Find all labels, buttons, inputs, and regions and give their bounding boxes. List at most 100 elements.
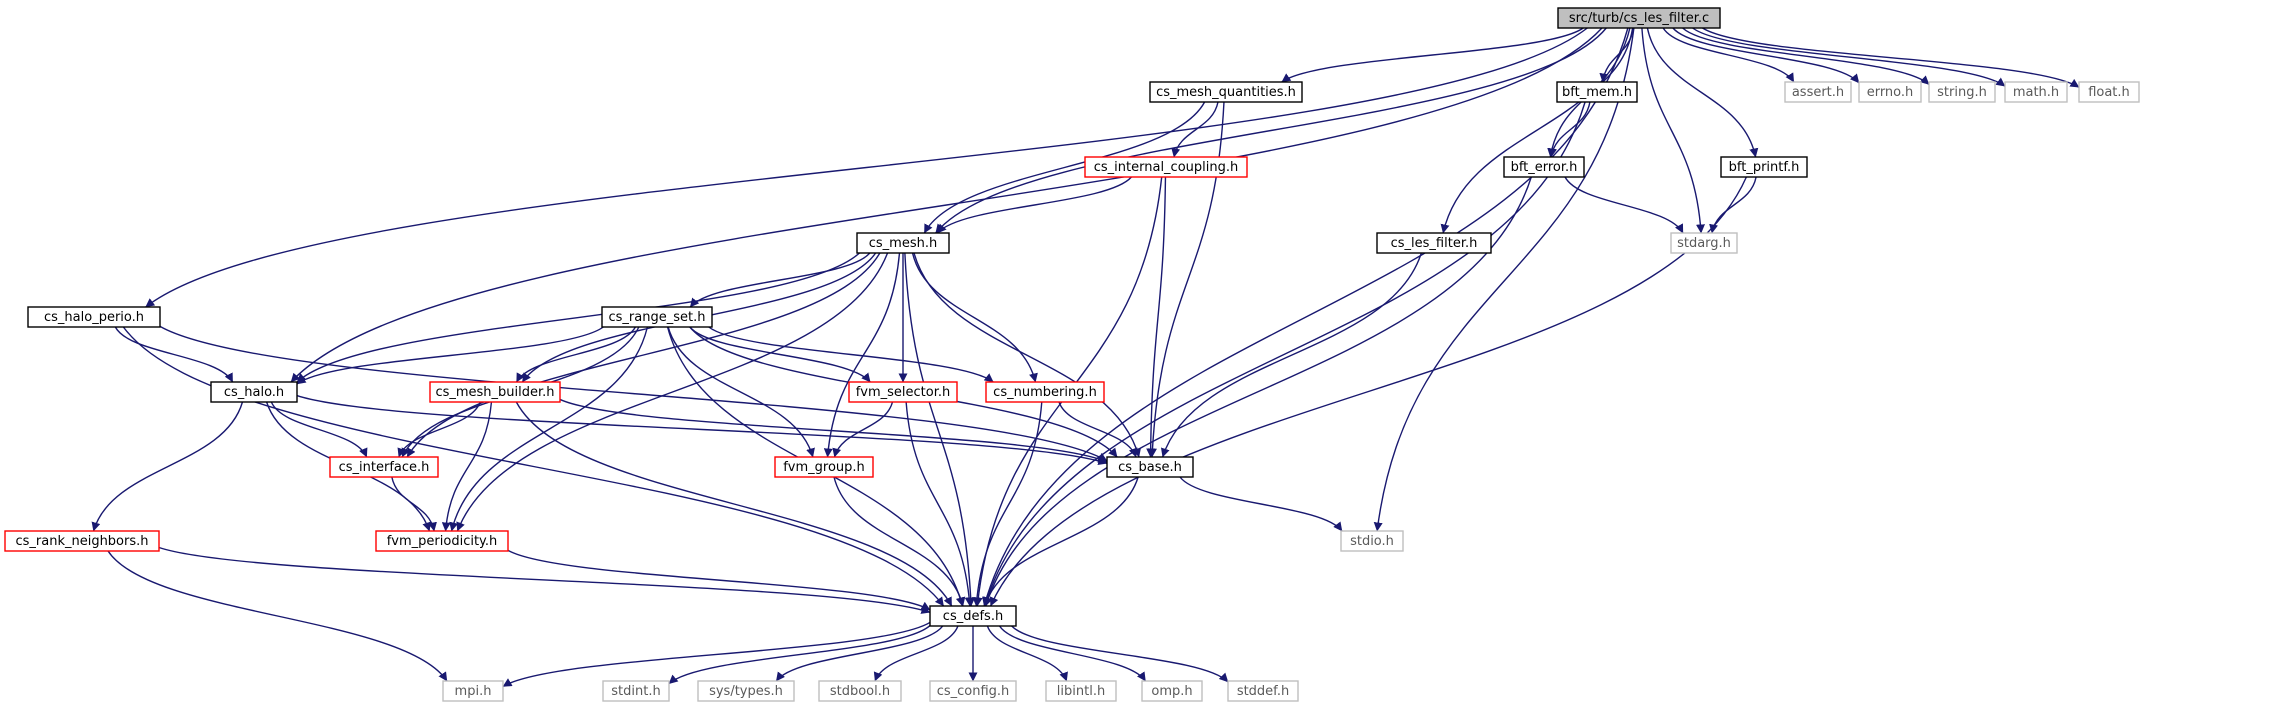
node-label: src/turb/cs_les_filter.c xyxy=(1569,11,1709,26)
edge-mesh_quantities-to-mesh xyxy=(923,101,1206,234)
node-defs[interactable]: cs_defs.h xyxy=(929,605,1017,627)
node-label: cs_defs.h xyxy=(943,609,1003,624)
edge-rank_neighbors-to-defs xyxy=(158,546,931,614)
node-box xyxy=(429,381,561,403)
node-range-set[interactable]: cs_range_set.h xyxy=(601,306,713,328)
node-box xyxy=(1928,81,1996,103)
node-label: stddef.h xyxy=(1237,684,1289,699)
node-internal-coupling[interactable]: cs_internal_coupling.h xyxy=(1084,156,1248,178)
edge-bft_printf-to-stdarg xyxy=(1709,176,1757,234)
node-label: libintl.h xyxy=(1057,684,1105,699)
node-box xyxy=(1141,680,1203,702)
node-label: cs_base.h xyxy=(1118,460,1182,475)
node-box xyxy=(1784,81,1852,103)
node-float: float.h xyxy=(2078,81,2140,103)
edge-defs-to-omp xyxy=(998,625,1147,682)
node-bft-printf[interactable]: bft_printf.h xyxy=(1720,156,1808,178)
edge-mesh-to-fvm_periodicity xyxy=(456,252,889,532)
edge-defs-to-stdbool xyxy=(873,625,959,682)
node-stdbool: stdbool.h xyxy=(818,680,902,702)
node-root[interactable]: src/turb/cs_les_filter.c xyxy=(1557,7,1721,29)
node-label: bft_error.h xyxy=(1511,160,1578,175)
edge-range_set-to-numbering xyxy=(708,326,994,383)
edge-numbering-to-base xyxy=(1058,401,1138,458)
node-box xyxy=(1858,81,1922,103)
node-config: cs_config.h xyxy=(929,680,1017,702)
edge-mesh_builder-to-interface xyxy=(397,401,481,458)
node-libintl: libintl.h xyxy=(1045,680,1117,702)
node-label: bft_mem.h xyxy=(1562,85,1632,100)
edge-defs-to-systypes xyxy=(775,625,944,682)
node-numbering[interactable]: cs_numbering.h xyxy=(985,381,1105,403)
node-label: cs_halo_perio.h xyxy=(44,310,144,325)
node-mesh-quantities[interactable]: cs_mesh_quantities.h xyxy=(1149,81,1303,103)
edge-range_set-to-mesh_builder xyxy=(515,326,637,383)
node-box xyxy=(2078,81,2140,103)
node-label: fvm_group.h xyxy=(783,460,865,475)
node-box xyxy=(1556,81,1638,103)
node-box xyxy=(1340,530,1404,552)
node-bft-error[interactable]: bft_error.h xyxy=(1503,156,1585,178)
node-layer: src/turb/cs_les_filter.c cs_mesh_quantiti… xyxy=(4,7,2140,702)
node-label: string.h xyxy=(1937,85,1987,100)
node-fvm-periodicity[interactable]: fvm_periodicity.h xyxy=(375,530,509,552)
node-label: cs_mesh_quantities.h xyxy=(1156,85,1296,100)
edge-defs-to-mpi xyxy=(502,621,931,688)
node-base[interactable]: cs_base.h xyxy=(1106,456,1194,478)
node-label: cs_mesh_builder.h xyxy=(435,385,554,400)
node-box xyxy=(602,680,670,702)
edge-base-to-defs xyxy=(983,476,1139,607)
edge-bft_error-to-stdarg xyxy=(1564,176,1684,234)
node-box xyxy=(1149,81,1303,103)
node-box xyxy=(848,381,958,403)
node-interface[interactable]: cs_interface.h xyxy=(329,456,439,478)
node-box xyxy=(601,306,713,328)
node-label: fvm_selector.h xyxy=(856,385,951,400)
node-bft-mem[interactable]: bft_mem.h xyxy=(1556,81,1638,103)
edge-root-to-bft_printf xyxy=(1646,27,1759,158)
node-omp: omp.h xyxy=(1141,680,1203,702)
node-mesh-builder[interactable]: cs_mesh_builder.h xyxy=(429,381,561,403)
edge-mesh_builder-to-defs xyxy=(515,401,953,607)
node-fvm-selector[interactable]: fvm_selector.h xyxy=(848,381,958,403)
edge-fvm_periodicity-to-defs xyxy=(507,549,931,611)
node-label: stdint.h xyxy=(611,684,660,699)
node-box xyxy=(1720,156,1808,178)
edge-mesh-to-base xyxy=(913,252,1142,458)
edge-root-to-assert xyxy=(1662,27,1795,83)
node-box xyxy=(329,456,439,478)
node-box xyxy=(818,680,902,702)
node-label: sys/types.h xyxy=(709,684,783,699)
node-box xyxy=(697,680,795,702)
node-stdarg: stdarg.h xyxy=(1670,232,1738,254)
edge-mesh-to-fvm_group xyxy=(823,252,901,458)
edge-root-to-defs xyxy=(982,27,1629,607)
edge-root-to-halo xyxy=(290,27,1603,383)
edge-halo-to-base xyxy=(296,394,1108,465)
node-stdio: stdio.h xyxy=(1340,530,1404,552)
edge-halo_perio-to-defs xyxy=(122,326,945,607)
node-rank-neighbors[interactable]: cs_rank_neighbors.h xyxy=(4,530,160,552)
node-box xyxy=(1557,7,1721,29)
edge-mesh_quantities-to-base xyxy=(1147,101,1225,458)
node-mpi: mpi.h xyxy=(442,680,504,702)
node-box xyxy=(1045,680,1117,702)
node-stddef: stddef.h xyxy=(1227,680,1299,702)
node-fvm-group[interactable]: fvm_group.h xyxy=(774,456,874,478)
edge-root-to-stdio xyxy=(1373,27,1635,532)
node-box xyxy=(985,381,1105,403)
edge-defs-to-stdint xyxy=(668,625,931,685)
node-halo-perio[interactable]: cs_halo_perio.h xyxy=(27,306,161,328)
node-box xyxy=(1503,156,1585,178)
node-label: math.h xyxy=(2013,85,2059,100)
node-halo[interactable]: cs_halo.h xyxy=(210,381,298,403)
edge-root-to-string xyxy=(1682,27,1930,85)
node-box xyxy=(1670,232,1738,254)
node-box xyxy=(27,306,161,328)
node-mesh[interactable]: cs_mesh.h xyxy=(856,232,950,254)
node-les-filter[interactable]: cs_les_filter.h xyxy=(1376,232,1492,254)
node-label: fvm_periodicity.h xyxy=(387,534,498,549)
edge-root-to-mesh xyxy=(935,27,1607,234)
edge-les_filter-to-base xyxy=(1160,252,1422,458)
node-assert: assert.h xyxy=(1784,81,1852,103)
